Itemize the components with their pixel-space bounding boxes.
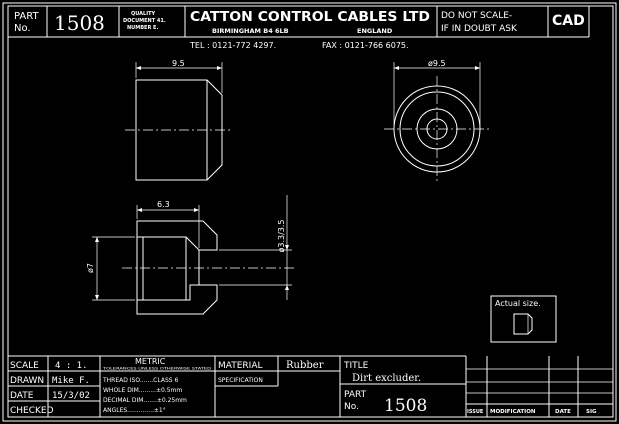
drawn-label: DRAWN (10, 376, 44, 386)
scale-label: SCALE (10, 361, 39, 371)
dim-section-bore: ø3.3/3.5 (277, 219, 286, 252)
footer-part-number: 1508 (384, 396, 427, 416)
footer-part-label: PART (344, 390, 367, 400)
side-view: 9.5 (125, 59, 232, 181)
material-value: Rubber (286, 360, 324, 371)
cad-label: CAD (552, 13, 585, 29)
warning-line1: DO NOT SCALE- (441, 11, 512, 21)
metric-label: METRIC (135, 357, 166, 366)
dim-front-diameter: ø9.5 (428, 59, 446, 68)
date-value: 15/3/02 (52, 391, 90, 401)
dim-section-length: 6.3 (157, 200, 170, 209)
header: PART No. 1508 QUALITY DOCUMENT 41. NUMBE… (8, 6, 590, 50)
actual-size-box: Actual size. (490, 295, 557, 343)
scale-value: 4 : 1. (55, 361, 88, 371)
dim-side-length: 9.5 (172, 59, 185, 68)
dim-section-outer: ø7 (86, 263, 95, 273)
material-label: MATERIAL (218, 361, 263, 371)
company-name: CATTON CONTROL CABLES LTD (190, 9, 430, 25)
company-fax: FAX : 0121-766 6075. (322, 41, 409, 50)
front-view: ø9.5 (384, 59, 490, 182)
section-view: 6.3 ø3.3/3.5 ø7 (86, 195, 295, 315)
modification-label: MODIFICATION (490, 409, 536, 415)
metric-sub: TOLERANCES UNLESS OTHERWISE STATED (102, 367, 212, 371)
footer-no-label: No. (344, 402, 359, 412)
company-city: BIRMINGHAM B4 6LB (212, 27, 289, 35)
tolerance-whole: WHOLE DIM.........±0.5mm (103, 387, 182, 394)
sig-label: SIG (586, 409, 597, 415)
checked-label: CHECKED (10, 406, 54, 416)
header-no-label: No. (14, 23, 31, 34)
title-block: SCALE 4 : 1. DRAWN Mike F. DATE 15/3/02 … (8, 355, 613, 417)
title-label: TITLE (343, 361, 369, 371)
tolerance-angles: ANGLES..............±1° (103, 407, 166, 414)
tolerance-decimal: DECIMAL DIM.......±0.25mm (103, 397, 187, 404)
header-part-label: PART (14, 11, 39, 22)
issue-label: ISSUE (467, 409, 484, 415)
date-column-label: DATE (555, 409, 571, 415)
company-country: ENGLAND (357, 27, 393, 35)
drawing-frame (7, 5, 614, 418)
quality-doc-line2: DOCUMENT 41. (123, 18, 166, 24)
drawn-value: Mike F. (52, 376, 90, 386)
title-value: Dirt excluder. (352, 373, 421, 384)
tolerance-thread: THREAD ISO.......CLASS 6 (102, 377, 178, 384)
header-part-number: 1508 (54, 11, 105, 35)
company-phone: TEL : 0121-772 4297. (189, 41, 276, 50)
specification-label: SPECIFICATION (218, 377, 263, 384)
date-label: DATE (10, 391, 34, 401)
actual-size-label: Actual size. (495, 299, 541, 308)
quality-doc-line1: QUALITY (131, 11, 155, 17)
quality-doc-line3: NUMBER E. (127, 25, 158, 31)
warning-line2: IF IN DOUBT ASK (441, 24, 518, 34)
